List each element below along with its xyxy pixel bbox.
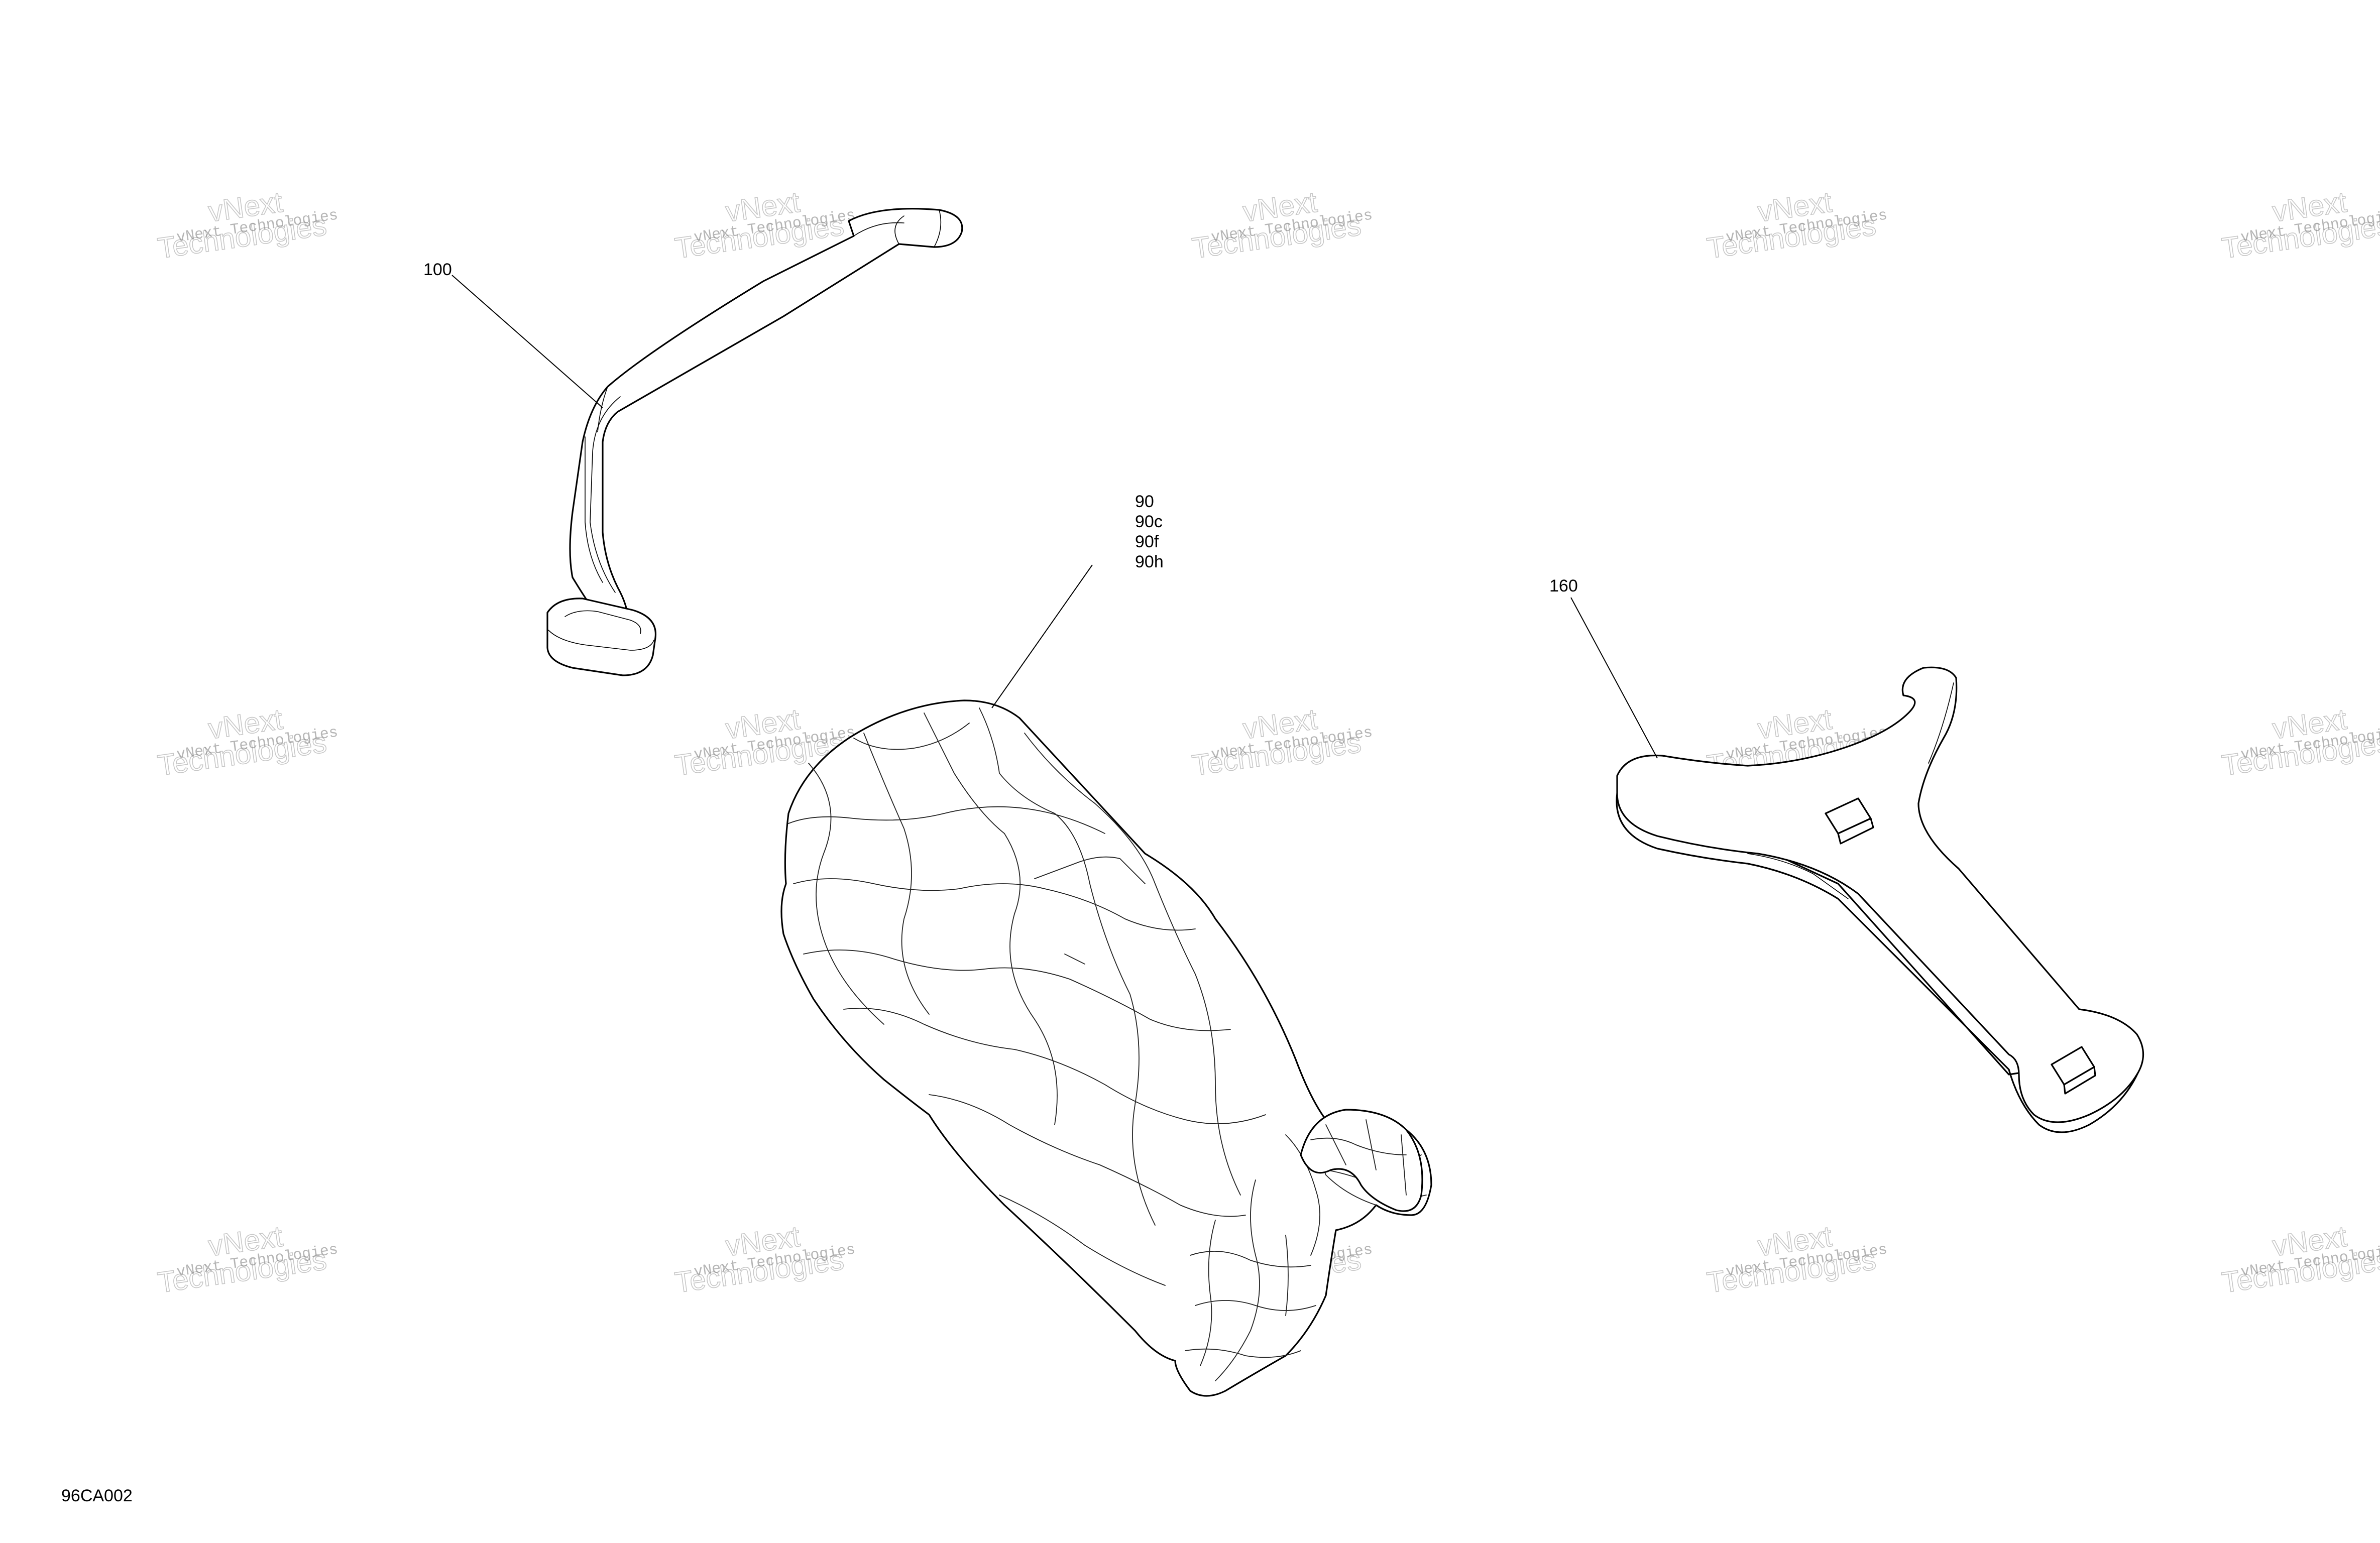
cover-fold-mesh (1310, 1119, 1407, 1196)
wrench-face (1616, 666, 2144, 1123)
rod-part[interactable]: 100 (423, 208, 963, 676)
wrench-pin-bottom-side (2063, 1066, 2096, 1095)
leader-90 (991, 564, 1093, 708)
wrench-pin-top-side (1837, 817, 1874, 845)
drawing-code: 96CA002 (61, 1486, 133, 1505)
rod-edge-line (585, 209, 942, 583)
leader-100 (451, 275, 603, 408)
cover-part[interactable]: 90 90c 90f 90h (780, 492, 1432, 1397)
rod-body (569, 208, 963, 631)
leader-160 (1570, 597, 1658, 759)
rod-center-line (590, 396, 621, 593)
callout-100: 100 (423, 260, 452, 279)
callout-90h: 90h (1135, 552, 1164, 571)
rod-foot-top (548, 610, 654, 651)
rod-foot (546, 598, 657, 676)
cover-outline (780, 699, 1432, 1397)
callout-90f: 90f (1135, 532, 1159, 551)
spanner-wrench-part[interactable]: 160 (1549, 576, 2144, 1133)
cover-mesh (788, 707, 1427, 1381)
callout-90c: 90c (1135, 512, 1163, 531)
wrench-inner-edge (1747, 682, 1954, 899)
callout-160: 160 (1549, 576, 1578, 596)
callout-90: 90 (1135, 492, 1154, 511)
